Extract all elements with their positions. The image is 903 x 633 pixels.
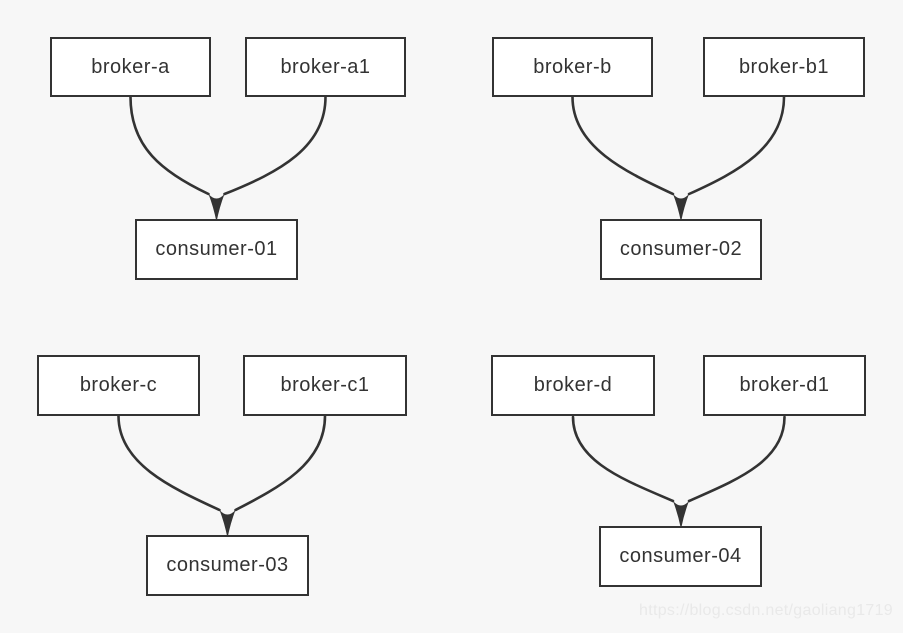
edge-broker-a-to-consumer-01 (129, 95, 210, 196)
node-broker-b1: broker-b1 (703, 37, 865, 97)
arrowhead-consumer-01 (208, 194, 225, 222)
node-broker-b-label: broker-b (533, 55, 612, 78)
node-consumer-04-label: consumer-04 (619, 545, 742, 567)
node-broker-d1: broker-d1 (703, 355, 866, 416)
node-broker-b: broker-b (492, 37, 653, 97)
node-broker-a-label: broker-a (91, 55, 170, 78)
node-consumer-01-label: consumer-01 (155, 238, 278, 260)
node-consumer-01: consumer-01 (135, 219, 298, 280)
node-broker-c1: broker-c1 (243, 355, 407, 416)
node-broker-a1-label: broker-a1 (280, 55, 371, 78)
node-consumer-02: consumer-02 (600, 219, 762, 280)
node-broker-d-label: broker-d (533, 374, 613, 396)
edge-broker-b1-to-consumer-02 (687, 95, 786, 196)
node-broker-a1: broker-a1 (245, 37, 406, 97)
edge-broker-a1-to-consumer-01 (223, 95, 327, 196)
node-broker-c1-label: broker-c1 (280, 374, 370, 396)
arrowhead-consumer-04 (673, 501, 689, 529)
edge-broker-c1-to-consumer-03 (234, 414, 327, 512)
arrowhead-consumer-02 (673, 194, 689, 222)
edge-broker-d1-to-consumer-04 (687, 415, 786, 503)
csdn-watermark: https://blog.csdn.net/gaoliang1719 (639, 602, 893, 619)
edge-broker-b-to-consumer-02 (571, 95, 675, 196)
node-consumer-02-label: consumer-02 (619, 238, 743, 260)
node-consumer-04: consumer-04 (599, 526, 762, 587)
node-broker-c: broker-c (37, 355, 200, 416)
node-broker-c-label: broker-c (79, 374, 158, 396)
edge-broker-c-to-consumer-03 (117, 414, 221, 512)
node-broker-d: broker-d (491, 355, 655, 416)
node-broker-a: broker-a (50, 37, 211, 97)
node-consumer-03-label: consumer-03 (166, 554, 289, 576)
node-broker-b1-label: broker-b1 (738, 55, 830, 78)
edge-broker-d-to-consumer-04 (571, 415, 675, 503)
arrowhead-consumer-03 (219, 510, 236, 538)
node-broker-d1-label: broker-d1 (739, 374, 830, 396)
node-consumer-03: consumer-03 (146, 535, 309, 596)
